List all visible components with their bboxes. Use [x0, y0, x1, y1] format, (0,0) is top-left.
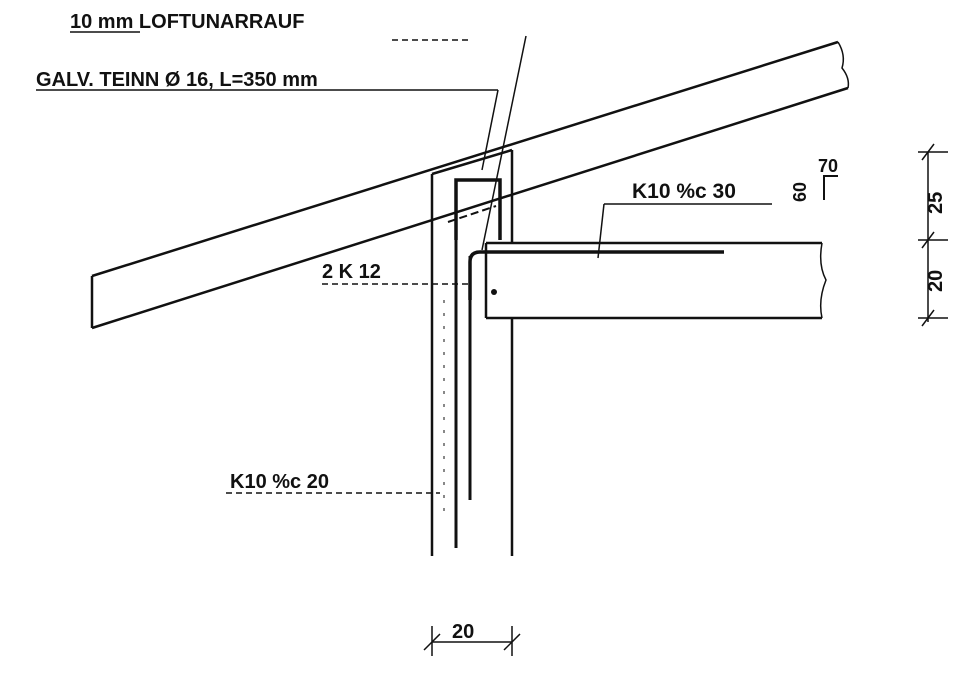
label-slab-rebar: K10 %c 30	[632, 180, 736, 203]
vertical-dimension	[918, 143, 948, 327]
dim-parapet-height: 25	[925, 192, 947, 214]
floor-slab	[468, 241, 827, 320]
wall	[430, 240, 514, 556]
label-hook-right: 70	[818, 156, 838, 176]
label-roof-insulation: 10 mm LOFTUNARRAUF	[70, 11, 304, 33]
leader-lines	[36, 31, 772, 494]
label-galv-rod: GALV. TEINN Ø 16, L=350 mm	[36, 69, 318, 91]
sloped-roof	[90, 40, 850, 330]
label-top-bars: 2 K 12	[322, 261, 381, 283]
label-wall-rebar: K10 %c 20	[230, 471, 329, 493]
horizontal-dimension	[423, 626, 521, 656]
label-hook-left: 60	[790, 182, 810, 202]
hook-symbol	[823, 175, 838, 200]
galv-rod-line	[481, 35, 527, 251]
dim-wall-thickness: 20	[452, 621, 474, 643]
dim-slab-thickness: 20	[925, 270, 947, 292]
parapet-upstand	[430, 148, 514, 262]
